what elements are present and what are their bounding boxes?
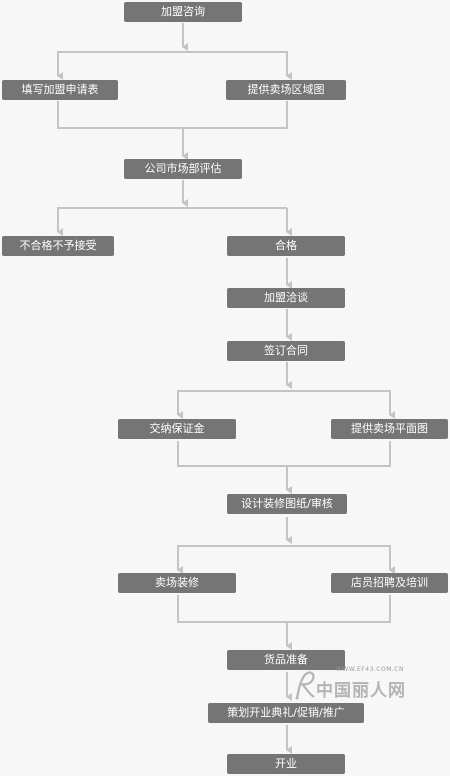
node-design: 设计装修图纸/审核 — [227, 494, 347, 514]
node-consult: 加盟咨询 — [124, 2, 242, 22]
connector — [57, 101, 288, 129]
node-opening-plan: 策划开业典礼/促销/推广 — [208, 703, 364, 723]
node-goods: 货品准备 — [227, 650, 345, 670]
watermark-url: WWW.EF43.COM.CN — [336, 666, 404, 673]
node-staff: 店员招聘及培训 — [331, 573, 448, 593]
node-negotiate: 加盟洽谈 — [227, 288, 345, 308]
node-area-map: 提供卖场区域图 — [226, 80, 346, 100]
watermark-logo-icon — [295, 671, 315, 700]
node-apply-form: 填写加盟申请表 — [2, 80, 118, 100]
node-sign: 签订合同 — [227, 341, 345, 361]
node-decorate: 卖场装修 — [118, 573, 236, 593]
connector — [57, 51, 288, 74]
node-qualified: 合格 — [227, 236, 345, 256]
node-evaluate: 公司市场部评估 — [124, 159, 242, 179]
node-deposit: 交纳保证金 — [118, 419, 236, 439]
node-reject: 不合格不予接受 — [2, 236, 114, 256]
node-floor-plan: 提供卖场平面图 — [331, 419, 448, 439]
node-open: 开业 — [227, 754, 345, 774]
watermark: WWW.EF43.COM.CN 中国丽人网 — [292, 664, 450, 704]
watermark-text: 中国丽人网 — [316, 681, 406, 701]
